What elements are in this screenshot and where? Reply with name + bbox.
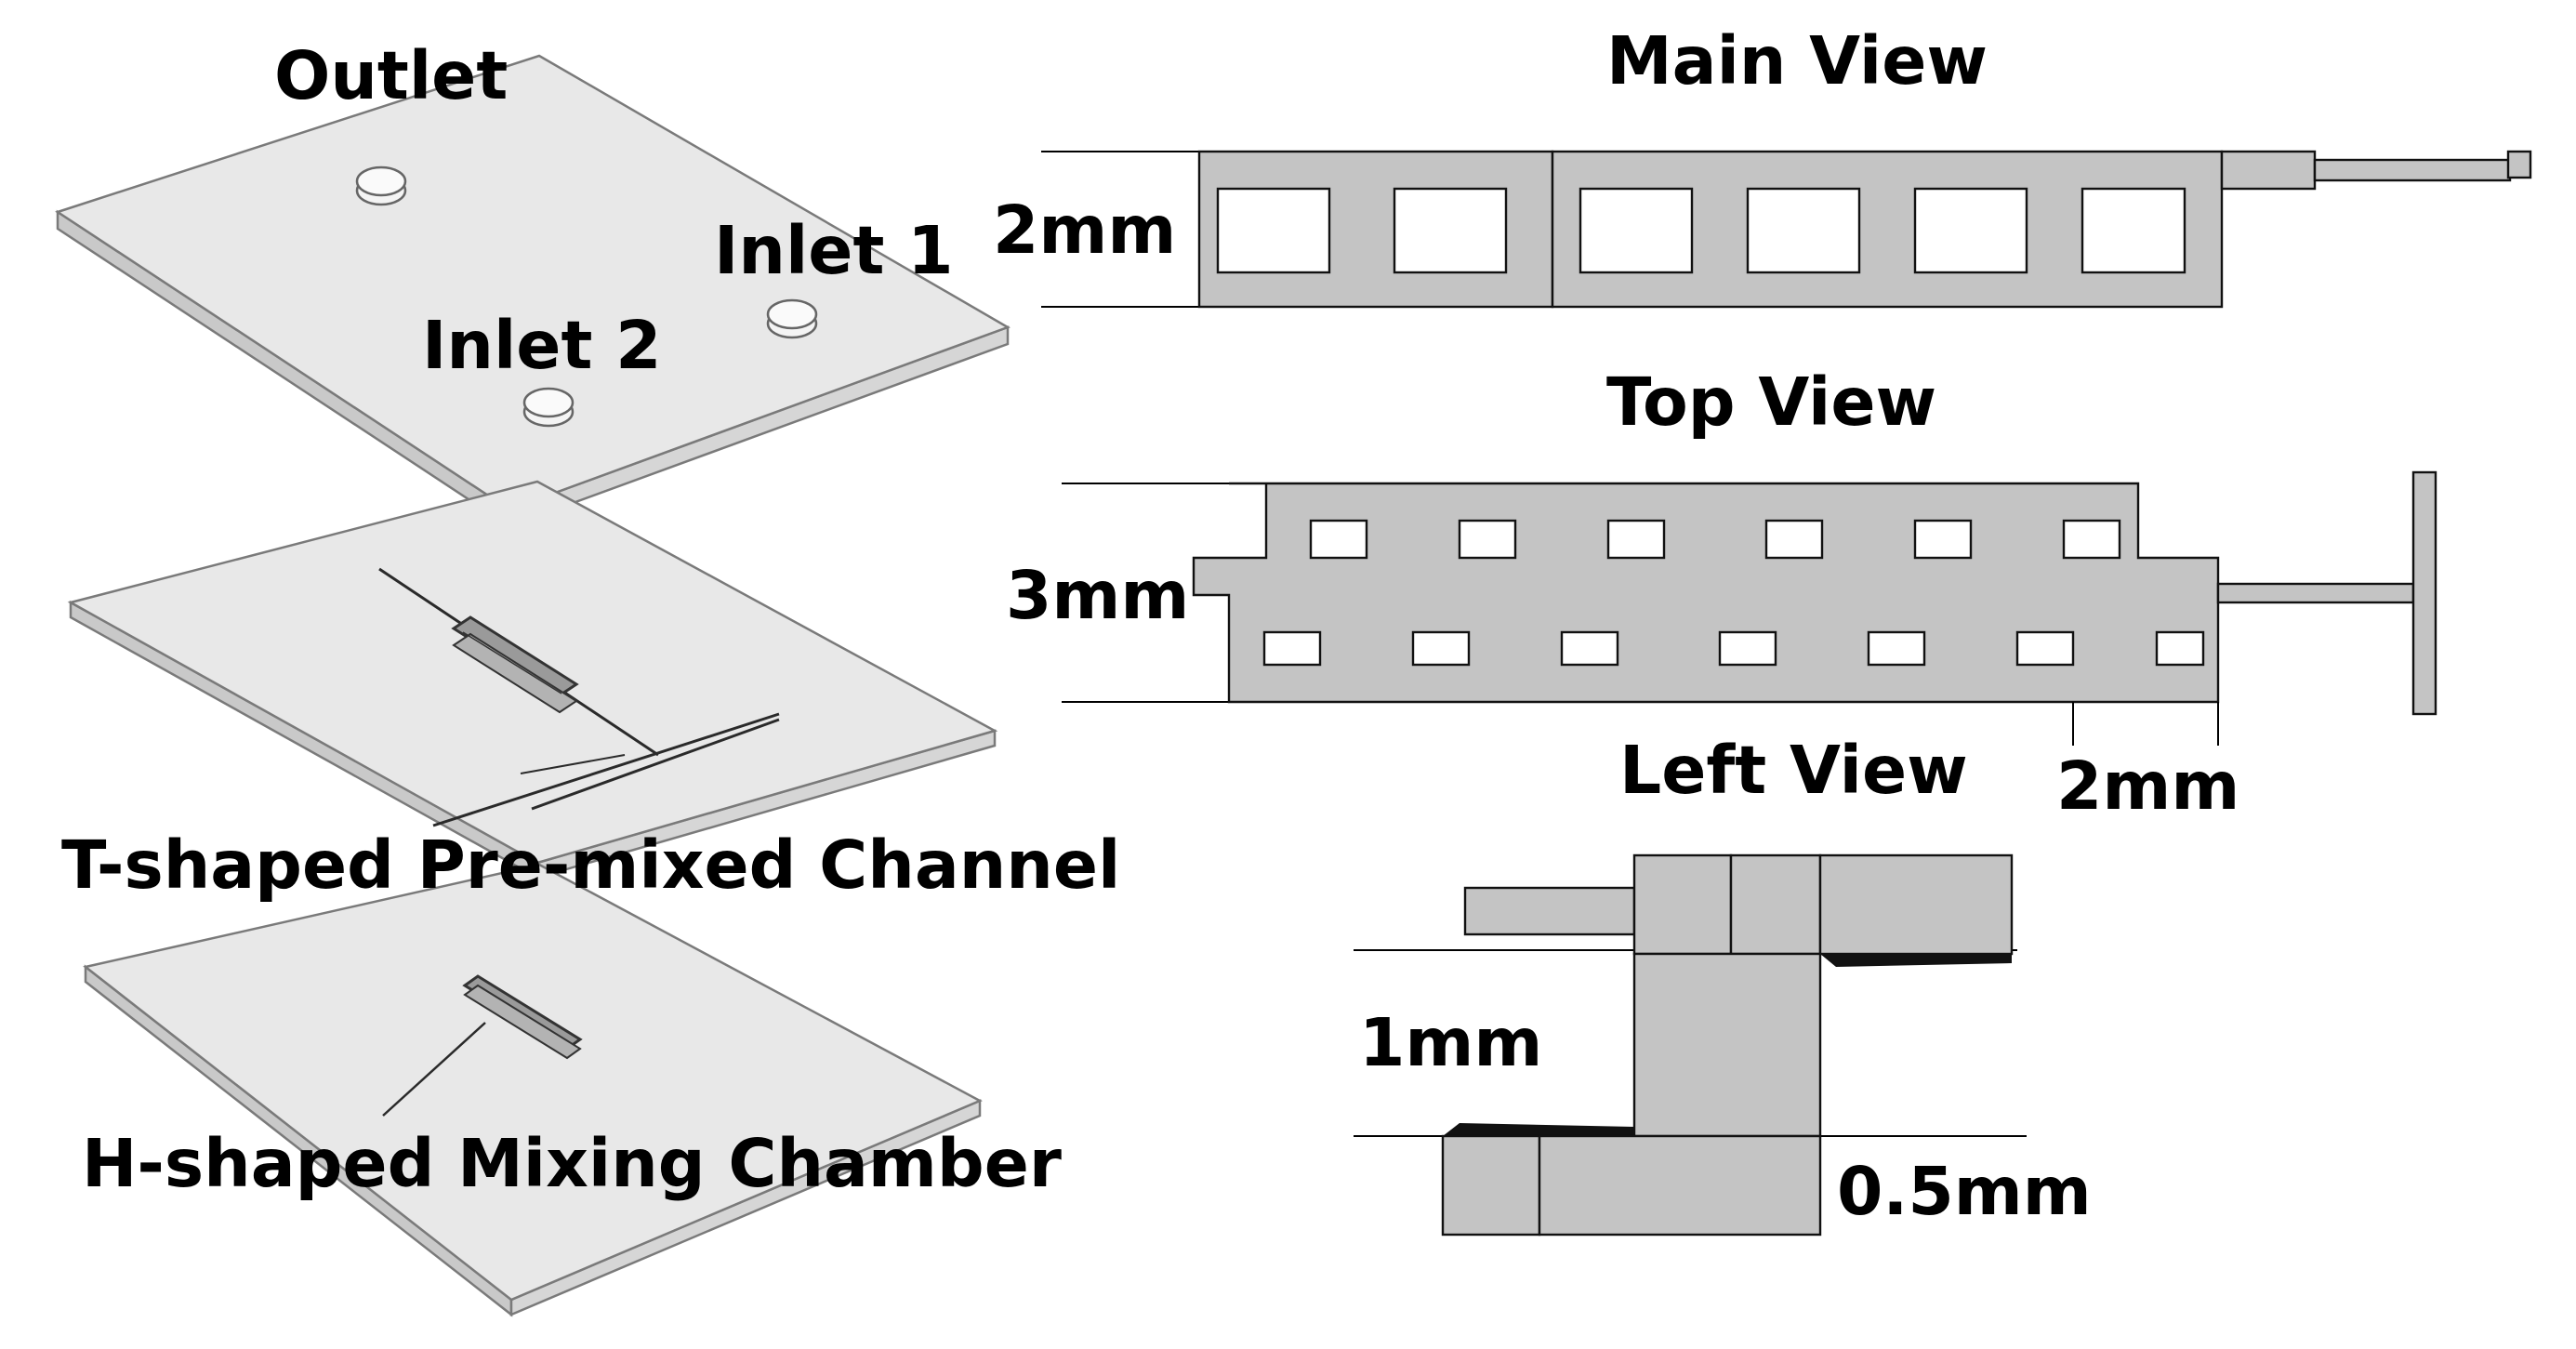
left-view-title: Left View bbox=[1619, 732, 1968, 809]
bottom-chamber-plate bbox=[83, 863, 983, 1317]
orthographic-views: Main View 2mm Top View bbox=[993, 22, 2532, 1237]
left-bottom-shadow bbox=[1443, 1123, 1634, 1136]
top-h-lower-slot-1 bbox=[1262, 630, 1322, 667]
main-serpentine-gap-1 bbox=[1216, 187, 1331, 274]
main-view-drawing bbox=[1041, 150, 2532, 309]
main-view-dimension: 2mm bbox=[993, 192, 1176, 269]
inlet1-port bbox=[766, 298, 818, 339]
h-shaped-chamber bbox=[462, 974, 583, 1060]
left-inlet-stub bbox=[1463, 886, 1636, 936]
top-view-drawing bbox=[1062, 470, 2437, 746]
h-chamber-label: H-shaped Mixing Chamber bbox=[82, 1125, 1062, 1202]
top-h-slot-2 bbox=[1458, 519, 1517, 560]
main-serpentine-gap-2 bbox=[1393, 187, 1508, 274]
left-top-block-1 bbox=[1632, 853, 1733, 956]
top-h-lower-slot-5 bbox=[1867, 630, 1926, 667]
top-h-slot-5 bbox=[1913, 519, 1973, 560]
top-h-slot-4 bbox=[1764, 519, 1824, 560]
left-top-block-3 bbox=[1818, 853, 2014, 956]
outlet-port bbox=[355, 165, 407, 206]
top-h-lower-slot-3 bbox=[1560, 630, 1619, 667]
top-h-slot-3 bbox=[1606, 519, 1666, 560]
main-serpentine-gap-3 bbox=[1579, 187, 1694, 274]
top-h-chamber-outline bbox=[1192, 482, 2220, 704]
top-h-lower-slot-4 bbox=[1718, 630, 1777, 667]
mixing-structure-middle bbox=[451, 615, 579, 714]
exploded-layer-stack: Outlet Inlet 1 Inlet 2 T-shaped Pre-mixe… bbox=[55, 37, 1120, 1317]
main-serpentine-gap-4 bbox=[1746, 187, 1861, 274]
t-channel-label: T-shaped Pre-mixed Channel bbox=[61, 827, 1120, 904]
bottom-plate-face bbox=[83, 863, 983, 1302]
top-t-bar bbox=[2411, 470, 2437, 716]
top-h-lower-slot-7 bbox=[2155, 630, 2205, 667]
top-h-slot-1 bbox=[1309, 519, 1368, 560]
top-h-lower-slot-2 bbox=[1411, 630, 1471, 667]
top-plate-face bbox=[55, 54, 1011, 511]
main-serpentine-gap-6 bbox=[2081, 187, 2186, 274]
top-cover-plate bbox=[55, 54, 1011, 529]
left-riser-block bbox=[1632, 952, 1822, 1138]
top-t-stem bbox=[2216, 582, 2415, 604]
left-bottom-block-1 bbox=[1441, 1134, 1541, 1237]
main-outlet-channel bbox=[2313, 158, 2512, 182]
top-view-pitch-dimension: 2mm bbox=[2056, 747, 2239, 825]
inlet1-label: Inlet 1 bbox=[714, 212, 954, 289]
main-outlet-stub bbox=[2220, 150, 2317, 191]
left-bottom-block-2 bbox=[1538, 1134, 1822, 1237]
main-serpentine-gap-5 bbox=[1913, 187, 2028, 274]
top-view-title: Top View bbox=[1606, 364, 1936, 441]
main-view-title: Main View bbox=[1606, 22, 1988, 99]
left-view-thickness-dimension: 0.5mm bbox=[1837, 1153, 2092, 1230]
left-top-shadow bbox=[1820, 954, 2012, 967]
top-view-height-dimension: 3mm bbox=[1006, 557, 1189, 634]
top-h-lower-slot-6 bbox=[2015, 630, 2075, 667]
left-top-block-2 bbox=[1729, 853, 1822, 956]
middle-channel-plate bbox=[67, 480, 998, 880]
inlet2-port bbox=[522, 387, 575, 428]
chamber-leader-line bbox=[382, 1022, 486, 1117]
main-outlet-cap bbox=[2506, 150, 2532, 179]
top-h-slot-6 bbox=[2062, 519, 2121, 560]
left-view-height-dimension: 1mm bbox=[1359, 1004, 1542, 1081]
inlet2-label: Inlet 2 bbox=[422, 307, 662, 384]
left-view-drawing bbox=[1354, 853, 2027, 1237]
outlet-label: Outlet bbox=[274, 37, 508, 114]
